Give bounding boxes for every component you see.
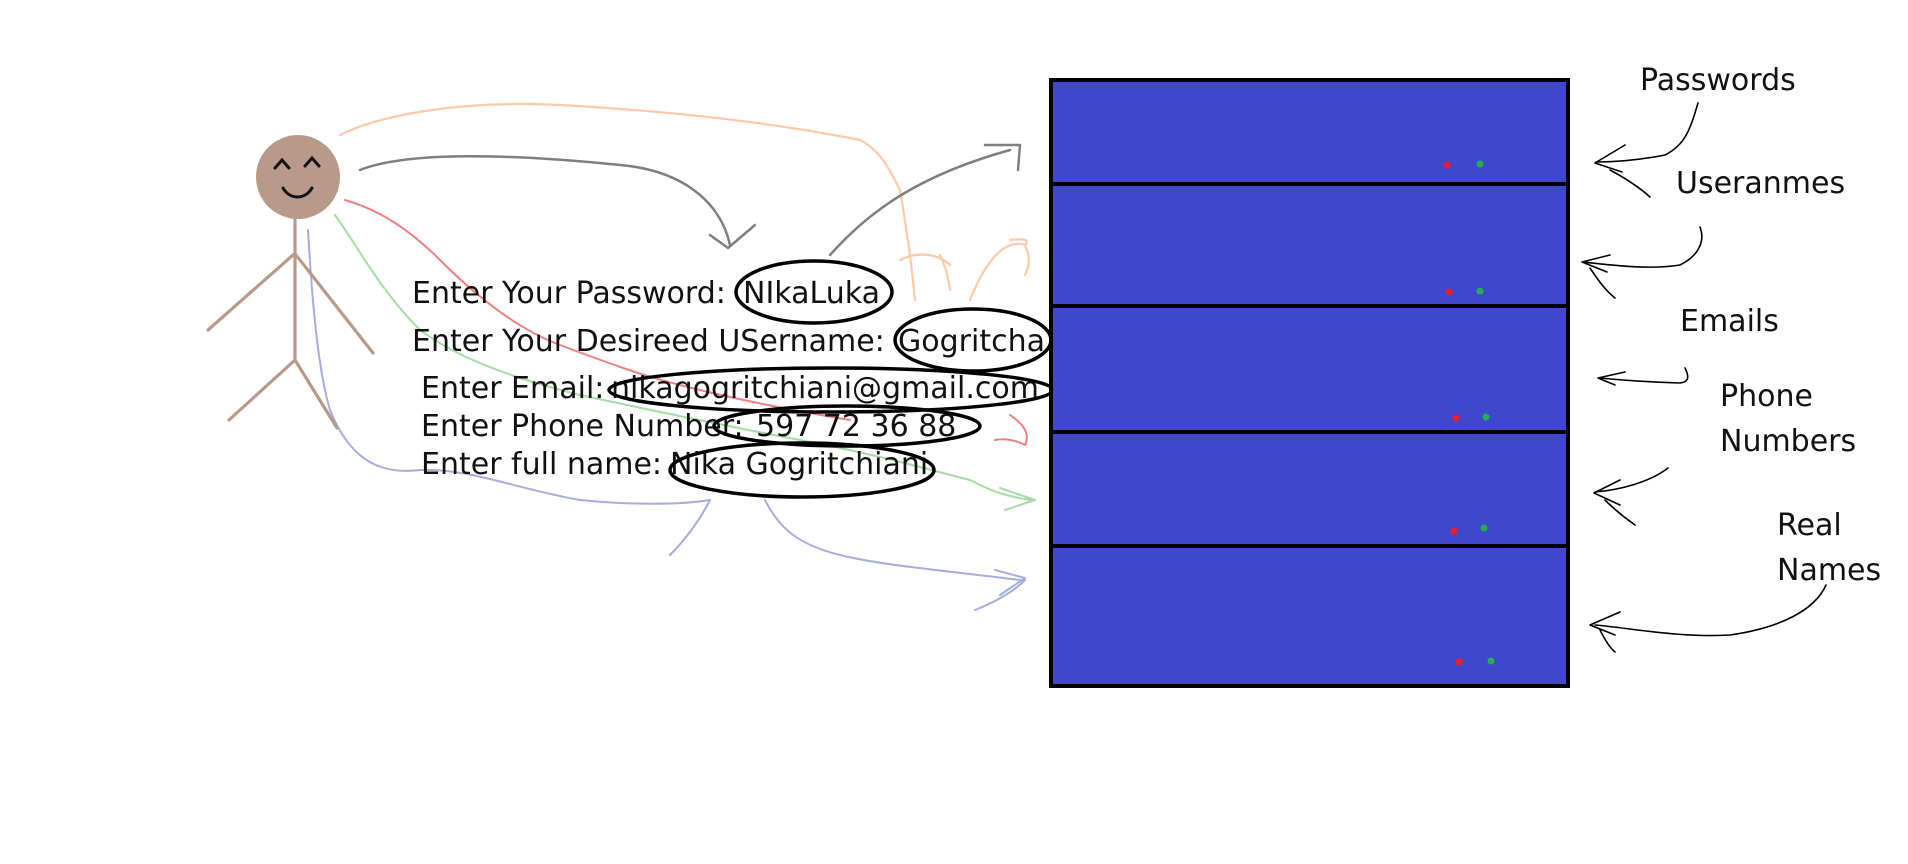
arrow-emails (1599, 367, 1689, 384)
label-phone-line1: Phone (1720, 379, 1813, 414)
led-green (1476, 160, 1484, 168)
label-names-line2: Names (1777, 553, 1881, 588)
arrow-passwords (1595, 102, 1699, 163)
phone-value: 597 72 36 88 (756, 409, 956, 444)
person-left-leg (227, 358, 297, 422)
password-circle (734, 259, 894, 325)
arrow-passwords-head (1594, 144, 1651, 198)
gray-arrow-head (708, 223, 757, 250)
led-red (1443, 161, 1451, 169)
arrow-usernames (1582, 226, 1703, 268)
led-red (1452, 414, 1460, 422)
person-left-eye (273, 157, 291, 170)
person-left-arm (206, 253, 295, 332)
label-names-line1: Real (1777, 508, 1842, 543)
arrow-usernames-head (1581, 254, 1616, 299)
password-value: NIkaLuka (743, 276, 880, 311)
arrow-names-head (1589, 611, 1621, 653)
fullname-circle (668, 441, 936, 499)
led-red (1450, 527, 1458, 535)
gray-arrow-2-head (983, 143, 1022, 172)
orange-arrow-tip (968, 238, 1030, 302)
server-emails (1049, 304, 1570, 434)
stick-figure (206, 135, 375, 430)
led-green (1480, 524, 1488, 532)
person-smile (281, 186, 314, 199)
green-arrow-head (999, 487, 1036, 511)
label-emails: Emails (1680, 304, 1779, 339)
arrow-names (1594, 584, 1827, 637)
server-usernames (1049, 182, 1570, 308)
orange-arrow-head (898, 253, 952, 292)
server-passwords (1049, 78, 1570, 186)
label-usernames: Useranmes (1676, 166, 1845, 201)
gray-arrow (358, 155, 732, 247)
gray-arrow-2 (828, 148, 1012, 257)
orange-arrow (338, 102, 917, 302)
username-value: Gogritcha (898, 324, 1045, 359)
arrow-phone (1594, 467, 1669, 493)
label-arrows (1581, 102, 1827, 653)
username-label: Enter Your Desireed USername: (412, 324, 885, 359)
blue-arrow (307, 229, 711, 505)
person-right-eye (303, 155, 321, 168)
phone-label: Enter Phone Number: (421, 409, 744, 444)
blue-arrow-2-head (974, 569, 1026, 611)
password-label: Enter Your Password: (412, 276, 726, 311)
led-red (1455, 658, 1463, 666)
arrow-emails-head (1597, 371, 1626, 386)
person-head (256, 135, 340, 219)
arrows-from-person (307, 102, 1036, 611)
blue-arrow-head (669, 499, 711, 556)
led-red (1445, 288, 1453, 296)
led-green (1476, 287, 1484, 295)
person-right-leg (293, 358, 339, 430)
led-green (1482, 413, 1490, 421)
server-phones (1049, 430, 1570, 548)
form-fields: Enter Your Password: NIkaLuka Enter Your… (412, 259, 1055, 499)
green-arrow (334, 214, 1031, 501)
label-phone-line2: Numbers (1720, 424, 1856, 459)
red-arrow (344, 199, 851, 421)
side-labels: Passwords Useranmes Emails Phone Numbers… (1640, 63, 1881, 588)
fullname-value: Nika Gogritchiani (670, 447, 928, 482)
fullname-label: Enter full name: (421, 447, 662, 482)
led-green (1487, 657, 1495, 665)
email-label: Enter Email: (421, 371, 604, 406)
blue-arrow-2 (764, 499, 1021, 581)
server-names (1049, 544, 1570, 688)
arrow-phone-head (1593, 479, 1636, 526)
red-arrow-head (994, 414, 1028, 446)
email-value: nikagogritchiani@gmail.com (611, 371, 1039, 406)
person-right-arm (294, 253, 375, 355)
label-passwords: Passwords (1640, 63, 1796, 98)
server-stack (1049, 78, 1570, 688)
